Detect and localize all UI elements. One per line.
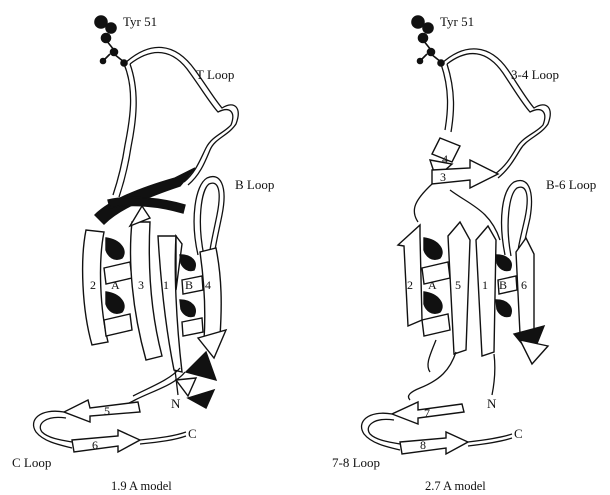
strand-label-8-right: 8 (420, 438, 426, 452)
strand-label-5-right: 5 (455, 278, 461, 292)
c-loop-tube (34, 411, 72, 448)
caption-right: 2.7 A model (425, 479, 486, 493)
strand-label-4-left: 4 (205, 278, 211, 292)
strand-8-right (400, 432, 468, 454)
strand-label-6-left: 6 (92, 438, 98, 452)
helix-label-b-left: B (185, 278, 193, 292)
strand-label-2-right: 2 (407, 278, 413, 292)
loop-bottom-label-left: C Loop (12, 455, 51, 470)
strand-label-5-left: 5 (104, 404, 110, 418)
helix-label-a-right: A (428, 278, 437, 292)
helix-label-b-right: B (499, 278, 507, 292)
loop-top-label-left: T Loop (196, 67, 234, 82)
strand-5 (64, 400, 140, 422)
c-terminus-label-left: C (188, 426, 197, 441)
strand-label-4-right: 4 (442, 152, 448, 166)
strand-label-1-right: 1 (482, 278, 488, 292)
loop-side-label-right: B-6 Loop (546, 177, 596, 192)
strand-label-7-right: 7 (424, 406, 430, 420)
strand-label-2-left: 2 (90, 278, 96, 292)
loop-top-label-right: 3-4 Loop (511, 67, 559, 82)
residue-label-left: Tyr 51 (123, 14, 157, 29)
n-terminus-label-right: N (487, 396, 497, 411)
loop-side-label-left: B Loop (235, 177, 274, 192)
loop-bottom-label-right: 7-8 Loop (332, 455, 380, 470)
strand-2-right (398, 225, 422, 326)
caption-left: 1.9 A model (111, 479, 172, 493)
residue-label-right: Tyr 51 (440, 14, 474, 29)
n-terminus-label-left: N (171, 396, 181, 411)
strand-label-6-right: 6 (521, 278, 527, 292)
helix-b (180, 255, 203, 336)
helix-label-a-left: A (111, 278, 120, 292)
strand-6 (72, 430, 140, 452)
strand-3 (131, 222, 162, 360)
strand-label-1-left: 1 (163, 278, 169, 292)
strand-label-3-left: 3 (138, 278, 144, 292)
loop-7-8-tube (362, 413, 400, 450)
strand-label-3-right: 3 (440, 170, 446, 184)
c-terminus-label-right: C (514, 426, 523, 441)
